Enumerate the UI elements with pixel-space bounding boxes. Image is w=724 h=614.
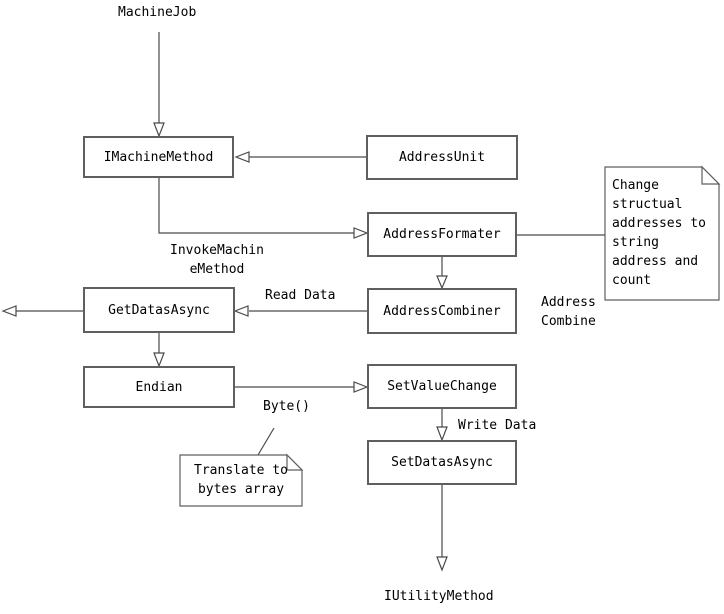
node-addresscombiner: AddressCombiner: [367, 288, 517, 334]
translate-note-line1: Translate to: [194, 463, 288, 478]
label-invokemachinemethod-line1: InvokeMachin: [170, 243, 264, 258]
arrowhead-down-setdatasasync: [436, 426, 448, 442]
node-endian: Endian: [83, 366, 235, 408]
label-read-data: Read Data: [265, 288, 336, 303]
change-note-text: Change structual addresses to string add…: [612, 176, 716, 290]
arrowhead-down-imachinemethod: [153, 122, 165, 138]
label-address-combine-line2: Combine: [541, 314, 596, 329]
translate-note-line2: bytes array: [197, 482, 285, 497]
change-note-dogear-icon: [701, 165, 721, 185]
arrowhead-down-addresscombiner: [436, 275, 448, 290]
node-setvaluechange-label: SetValueChange: [387, 379, 497, 394]
label-byte: Byte(): [263, 399, 310, 414]
translate-note-outline: [179, 454, 303, 507]
node-addressformater-label: AddressFormater: [383, 227, 501, 242]
label-iutilitymethod: IUtilityMethod: [384, 589, 494, 604]
node-addressunit-label: AddressUnit: [398, 150, 486, 165]
node-getdatasasync-label: GetDatasAsync: [108, 302, 210, 318]
node-addressformater: AddressFormater: [367, 212, 517, 257]
translate-note-dogear-icon: [286, 453, 304, 471]
node-imachinemethod: IMachineMethod: [83, 136, 234, 178]
node-setvaluechange: SetValueChange: [367, 364, 517, 409]
connector-imachinemethod-to-addressformater: [158, 178, 354, 234]
change-note-line3: addresses to: [612, 216, 706, 231]
node-addressunit: AddressUnit: [366, 135, 518, 180]
label-invokemachinemethod: InvokeMachin eMethod: [167, 241, 267, 279]
connector-translate-note-to-byte: [257, 427, 275, 456]
label-address-combine: Address Combine: [541, 293, 596, 331]
label-machinejob: MachineJob: [118, 5, 197, 20]
arrowhead-right-addressformater: [353, 227, 369, 239]
arrowhead-left-getdatasasync: [233, 305, 249, 317]
change-note-line2: structual: [612, 197, 683, 212]
node-getdatasasync: GetDatasAsync: [83, 287, 235, 333]
node-setdatasasync-label: SetDatasAsync: [391, 455, 493, 470]
node-imachinemethod-label: IMachineMethod: [103, 149, 214, 165]
label-invokemachinemethod-line2: eMethod: [189, 262, 245, 277]
arrowhead-down-endian: [153, 352, 165, 368]
label-write-data: Write Data: [458, 418, 537, 433]
arrowhead-left-edge: [1, 305, 17, 317]
change-note-outline: [604, 166, 720, 301]
node-endian-label: Endian: [135, 379, 183, 395]
label-address-combine-line1: Address: [541, 295, 596, 310]
arrowhead-down-iutilitymethod: [436, 556, 448, 572]
node-setdatasasync: SetDatasAsync: [367, 440, 517, 485]
change-note-line6: count: [612, 273, 652, 288]
arrowhead-right-setvaluechange: [353, 381, 369, 393]
change-note-line4: string: [612, 235, 659, 250]
arrowhead-left-imachinemethod: [234, 151, 250, 163]
node-addresscombiner-label: AddressCombiner: [383, 303, 501, 319]
change-note-line1: Change: [612, 178, 659, 193]
change-note-line5: address and: [612, 254, 699, 269]
translate-note-text: Translate to bytes array: [180, 461, 302, 499]
